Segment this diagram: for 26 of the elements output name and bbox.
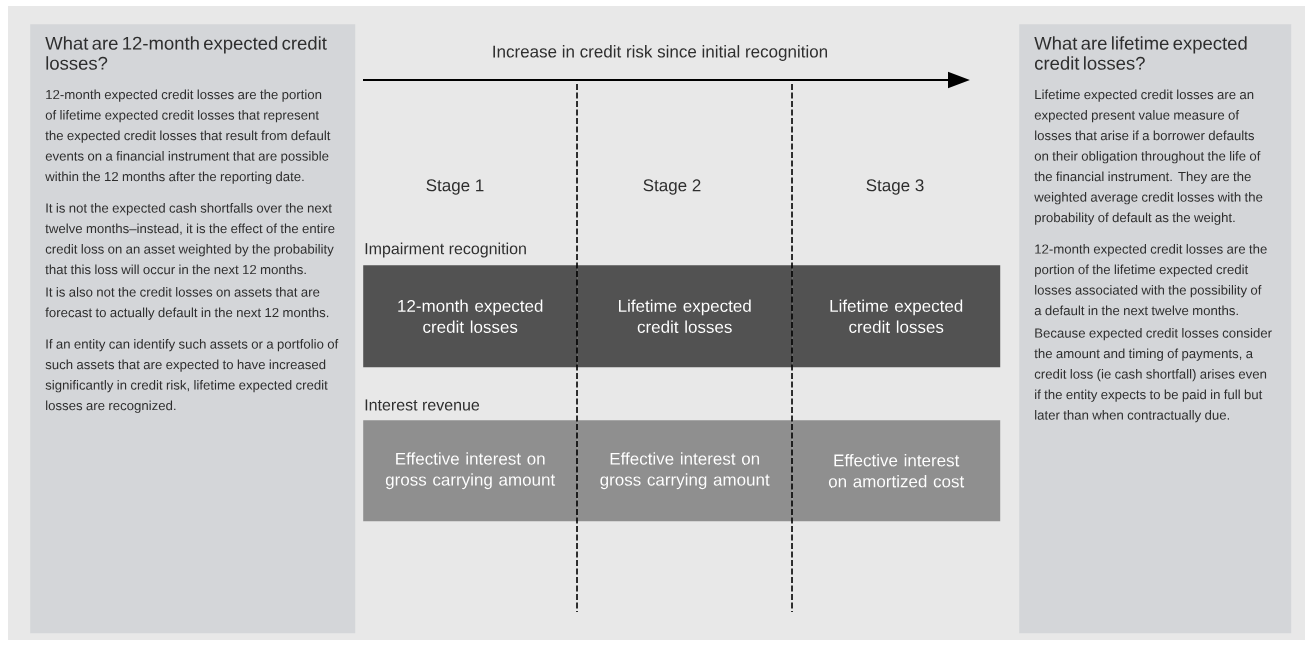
panel-heading: What are lifetime expected credit losses?	[1034, 36, 1247, 70]
axis-title: Increase in credit risk since initial recognition	[493, 45, 827, 61]
paragraph: It is not the expected cash shortfalls over the next twelve months–instead, it is the effect of the entire credit loss on an asset weighted by the probability that this loss will occur in the next 12 months.	[45, 203, 335, 275]
stage-cell: Effective interest on gross carrying amount	[363, 420, 578, 522]
paragraph: Lifetime expected credit losses are an expected present value measure of losses that arise if a borrower defaults on their obligation throughout the life of the financial instrument. They are the weighted average credit losses with the probability of default as the weight.	[1034, 89, 1263, 225]
paragraph: 12-month expected credit losses are the portion of the lifetime expected credit losses associated with the possibility of a default in the next twelve months.	[1034, 244, 1267, 316]
stage-label: Stage 1	[426, 179, 484, 195]
row-label: Interest revenue	[365, 399, 480, 411]
stage-cell: Effective interest on amortized cost	[792, 420, 1001, 522]
stage-cell: Effective interest on gross carrying amount	[577, 420, 793, 522]
stage-cell: Lifetime expected credit losses	[577, 265, 793, 368]
row-label: Impairment recognition	[365, 242, 526, 258]
stage-label: Stage 2	[643, 179, 701, 195]
node-label: Effective interest on amortized cost	[828, 453, 965, 488]
node-label: Effective interest on gross carrying amount	[600, 452, 770, 490]
panel-heading: What are 12-month expected credit losses?	[45, 36, 327, 70]
paragraph: It is also not the credit losses on assets that are forecast to actually default in the next 12 months.	[45, 287, 329, 320]
node-label: Lifetime expected credit losses	[619, 299, 751, 333]
paragraph: Because expected credit losses consider the amount and timing of payments, a credit loss (ie cash shortfall) arises even if the entity expects to be paid in full but later than when contractually due.	[1034, 328, 1272, 423]
stage-cell: Lifetime expected credit losses	[792, 265, 1001, 368]
stage-cell: 12-month expected credit losses	[363, 265, 578, 368]
node-label: Lifetime expected credit losses	[830, 299, 963, 333]
node-label: Effective interest on gross carrying amount	[385, 452, 556, 490]
paragraph: If an entity can identify such assets or a portfolio of such assets that are expected to have increased significantly in credit risk, lifetime expected credit losses are recognized.	[45, 339, 339, 413]
stage-label: Stage 3	[866, 179, 924, 195]
paragraph: 12-month expected credit losses are the portion of lifetime expected credit losses that represent the expected credit losses that result from default events on a financial instrument that are possible within the 12 months after the reporting date.	[45, 89, 331, 184]
